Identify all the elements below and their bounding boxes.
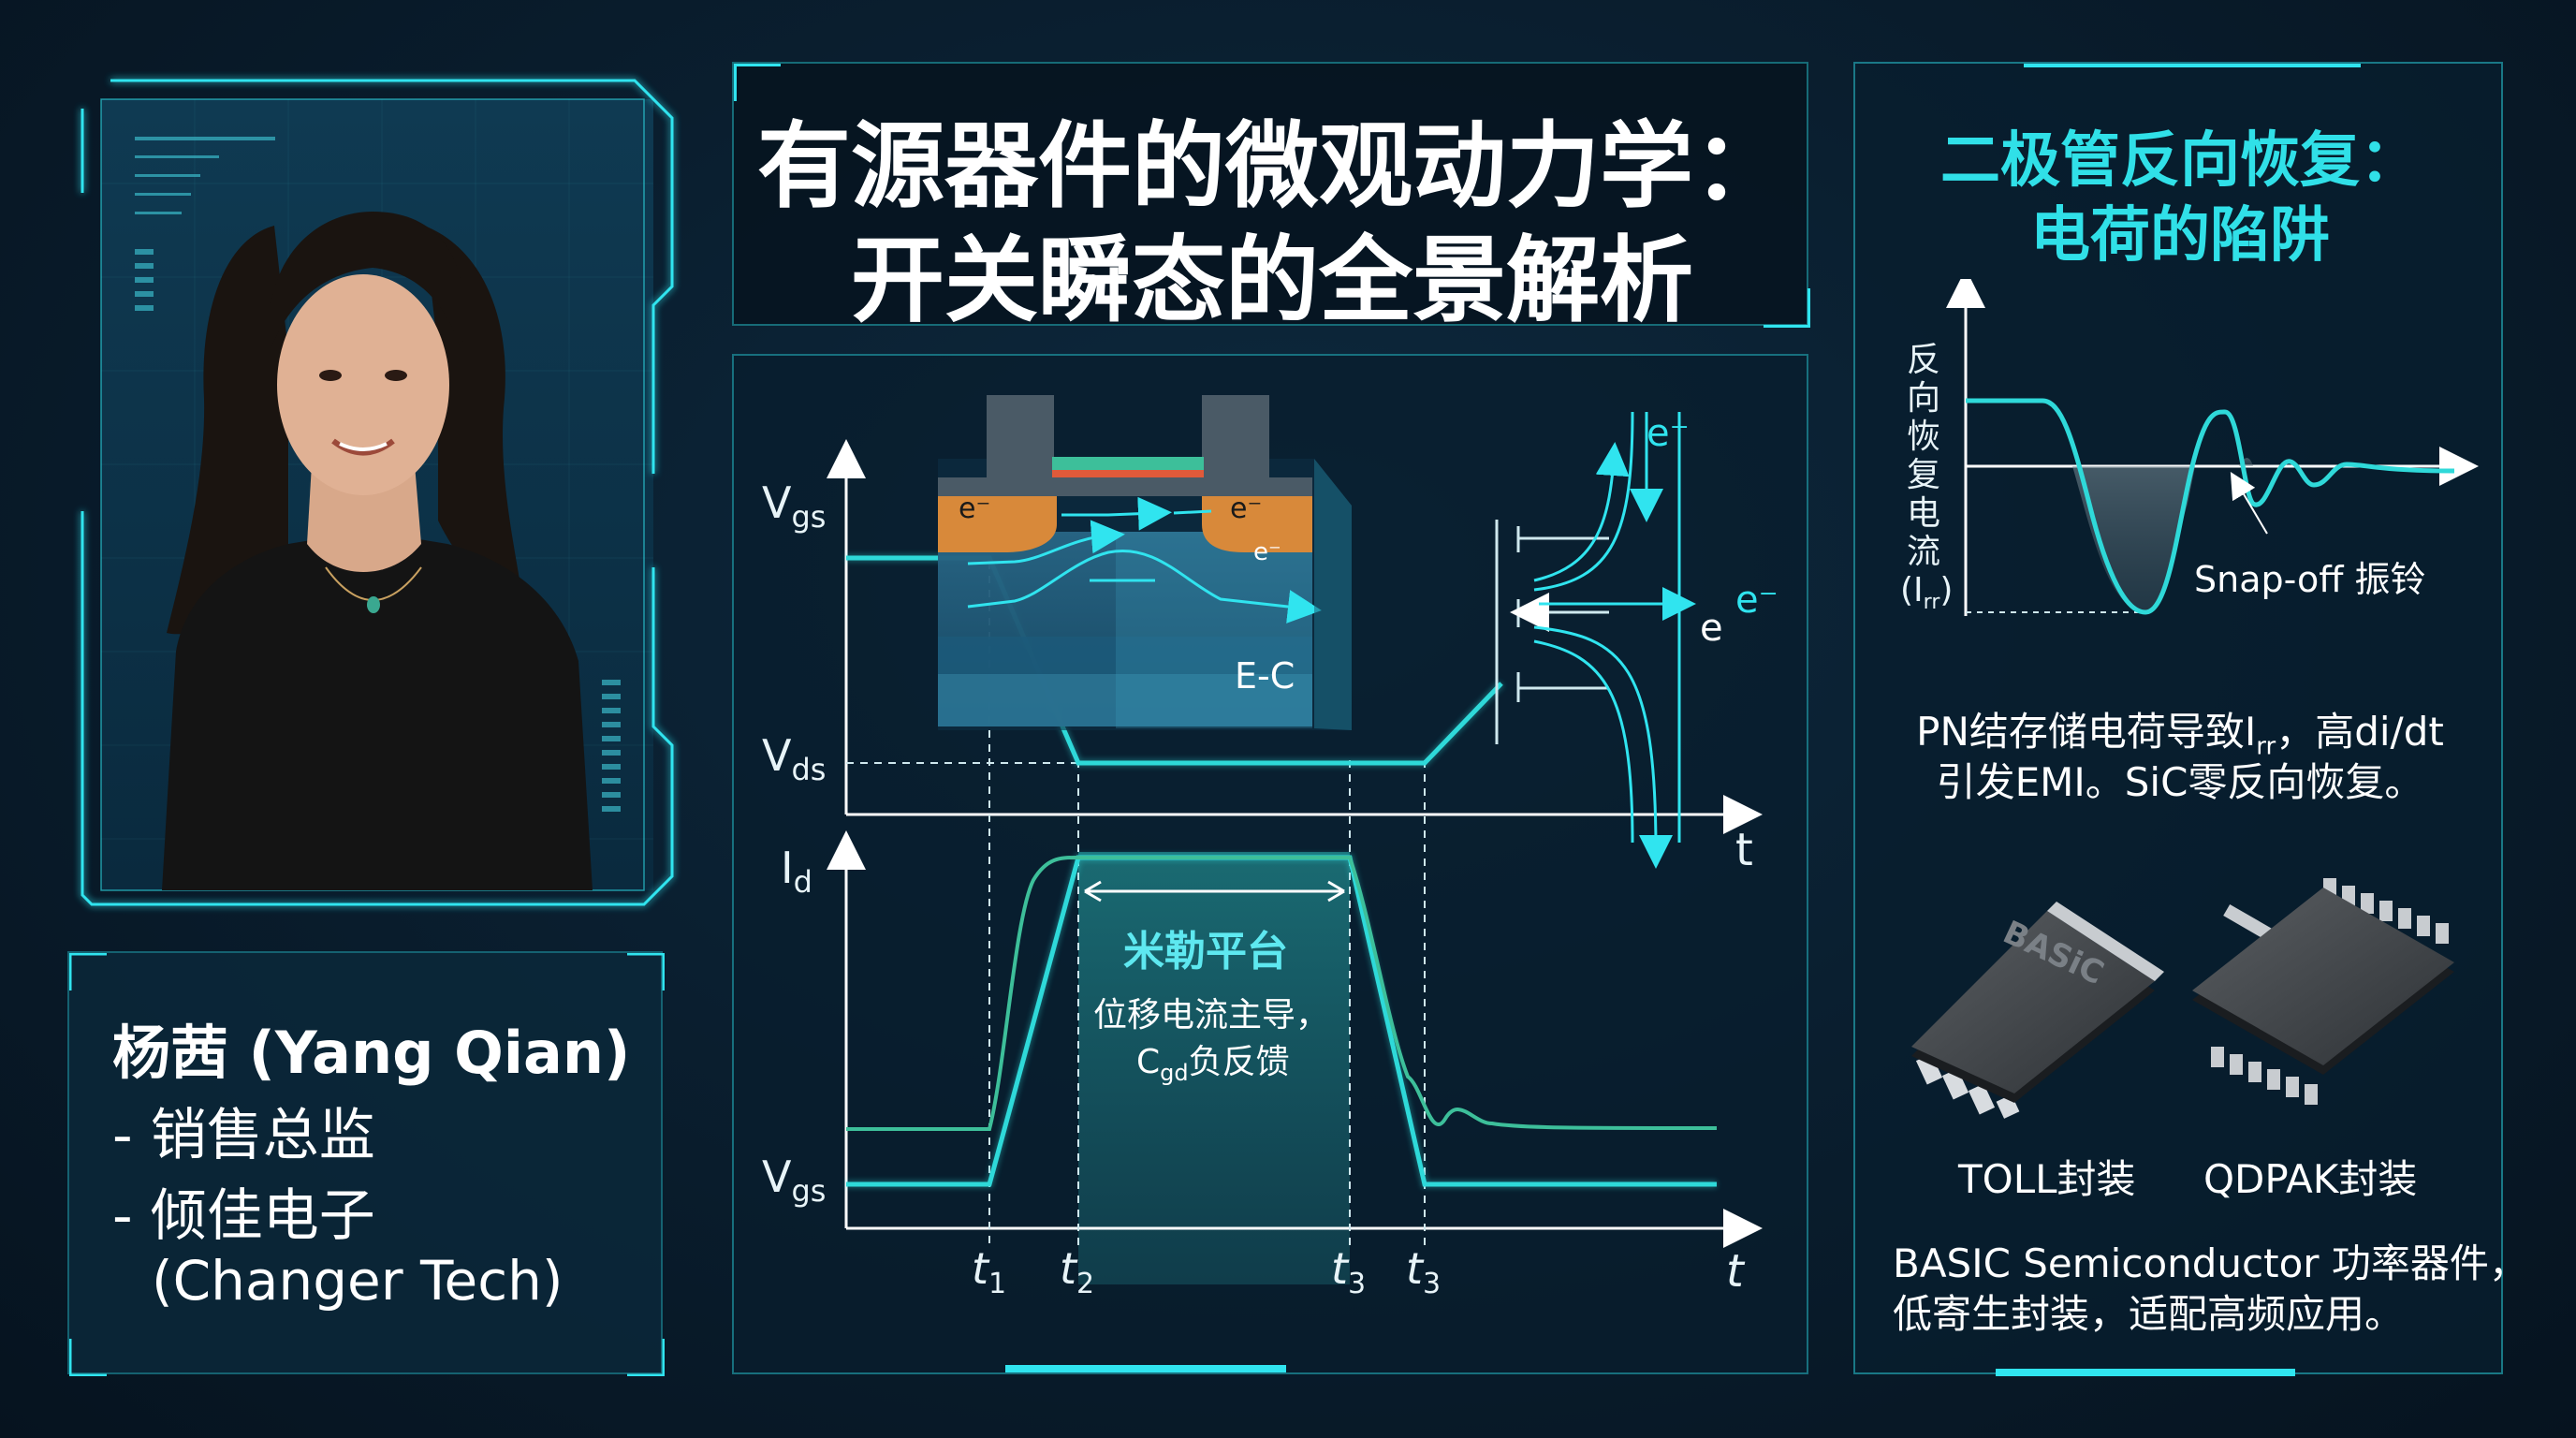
panel-accent-bar — [1005, 1365, 1286, 1372]
diode-panel: 二极管反向恢复： 电荷的陷阱 反 向 恢 复 电 流 (Irr) Snap-of… — [1853, 62, 2528, 1376]
miller-plateau-region — [1078, 852, 1350, 1284]
electron-left-label: e⁻ — [959, 492, 991, 525]
snapoff-label: Snap-off 振铃 — [2194, 559, 2426, 600]
t1-label: t1 — [972, 1243, 1007, 1301]
page-title-line1: 有源器件的微观动力学： — [757, 111, 1787, 221]
footer-line2: 低寄生封装，适配高频应用。 — [1893, 1291, 2405, 1337]
hud-frame-graphic — [80, 79, 674, 906]
diode-panel-accents — [1996, 64, 2361, 1376]
recovery-charge-area — [2072, 466, 2195, 612]
page-title-line2: 开关瞬态的全景解析 — [851, 226, 1693, 335]
device-label: E-C — [1235, 655, 1295, 697]
diode-ylabel: 反 向 恢 复 电 流 (Irr) — [1900, 341, 1954, 622]
qdpak-label: QDPAK封装 — [2203, 1156, 2418, 1202]
miller-title: 米勒平台 — [1123, 928, 1288, 976]
t-axis-top-label: t — [1735, 824, 1753, 876]
vgs-top-label: Vgs — [762, 477, 827, 536]
package-illustrations — [1911, 878, 2454, 1119]
miller-desc-line1: 位移电流主导， — [1093, 996, 1330, 1034]
electron-right-label: e⁻ — [1230, 492, 1263, 525]
id-label: Id — [781, 843, 812, 901]
t3a-label: t3 — [1331, 1243, 1367, 1301]
t-axis-bottom-label: t — [1726, 1245, 1744, 1298]
title-box: 有源器件的微观动力学： 开关瞬态的全景解析 — [732, 62, 1810, 335]
miller-desc-line2: Cgd负反馈 — [1136, 1043, 1290, 1087]
ylabel-char-5: 流 — [1906, 533, 1940, 571]
diode-title-line2: 电荷的陷阱 — [2030, 201, 2330, 271]
speaker-name: 杨茜 (Yang Qian) — [112, 1019, 631, 1087]
electron-side1-label: e — [1700, 607, 1723, 650]
ylabel-char-2: 恢 — [1906, 418, 1940, 456]
speaker-company-en: (Changer Tech) — [152, 1249, 564, 1313]
vgs-bottom-label: Vgs — [762, 1152, 827, 1210]
footer-line1: BASIC Semiconductor 功率器件， — [1893, 1240, 2528, 1286]
waveform-panel: Vgs Vds Id Vgs t t t1 t2 t3 t3 米勒平台 位移电流… — [732, 354, 1808, 1374]
vds-label: Vds — [762, 730, 827, 788]
speaker-photo-frame — [73, 71, 681, 918]
recovery-current-trace — [1966, 398, 2455, 615]
diode-title-line1: 二极管反向恢复： — [1940, 126, 2420, 196]
snapoff-pointer — [2230, 471, 2268, 535]
t3b-label: t3 — [1406, 1243, 1442, 1301]
diode-desc-line1: PN结存储电荷导致Irr，高di/dt — [1916, 709, 2444, 761]
toll-label: TOLL封装 — [1958, 1156, 2136, 1202]
speaker-company: - 倾佳电子 — [112, 1183, 375, 1249]
electron-top-label: e⁻ — [1647, 412, 1690, 455]
electron-flow-lines — [1533, 411, 1696, 869]
ylabel-char-0: 反 — [1906, 341, 1940, 379]
speaker-portrait — [162, 212, 593, 890]
ylabel-char-4: 电 — [1906, 494, 1940, 533]
switching-waveform-diagram — [827, 395, 1763, 1372]
qdpak-package — [2192, 878, 2454, 1105]
t2-label: t2 — [1060, 1243, 1095, 1301]
electron-side2-label: e⁻ — [1735, 579, 1778, 622]
ylabel-char-1: 向 — [1906, 379, 1940, 418]
diode-desc-line2: 引发EMI。SiC零反向恢复。 — [1936, 759, 2424, 805]
reverse-recovery-plot — [1946, 279, 2479, 616]
vgs-trace — [846, 855, 1718, 1131]
toll-package — [1911, 902, 2164, 1119]
mosfet-cross-section — [938, 395, 1352, 730]
speaker-role: - 销售总监 — [112, 1103, 375, 1168]
ylabel-char-3: 复 — [1906, 456, 1940, 494]
mosfet-symbol — [1495, 520, 1609, 744]
electron-mid2-label: e⁻ — [1253, 538, 1281, 566]
speaker-name-card: 杨茜 (Yang Qian) - 销售总监 - 倾佳电子 (Changer Te… — [67, 951, 665, 1376]
ylabel-symbol: (Irr) — [1900, 571, 1954, 615]
